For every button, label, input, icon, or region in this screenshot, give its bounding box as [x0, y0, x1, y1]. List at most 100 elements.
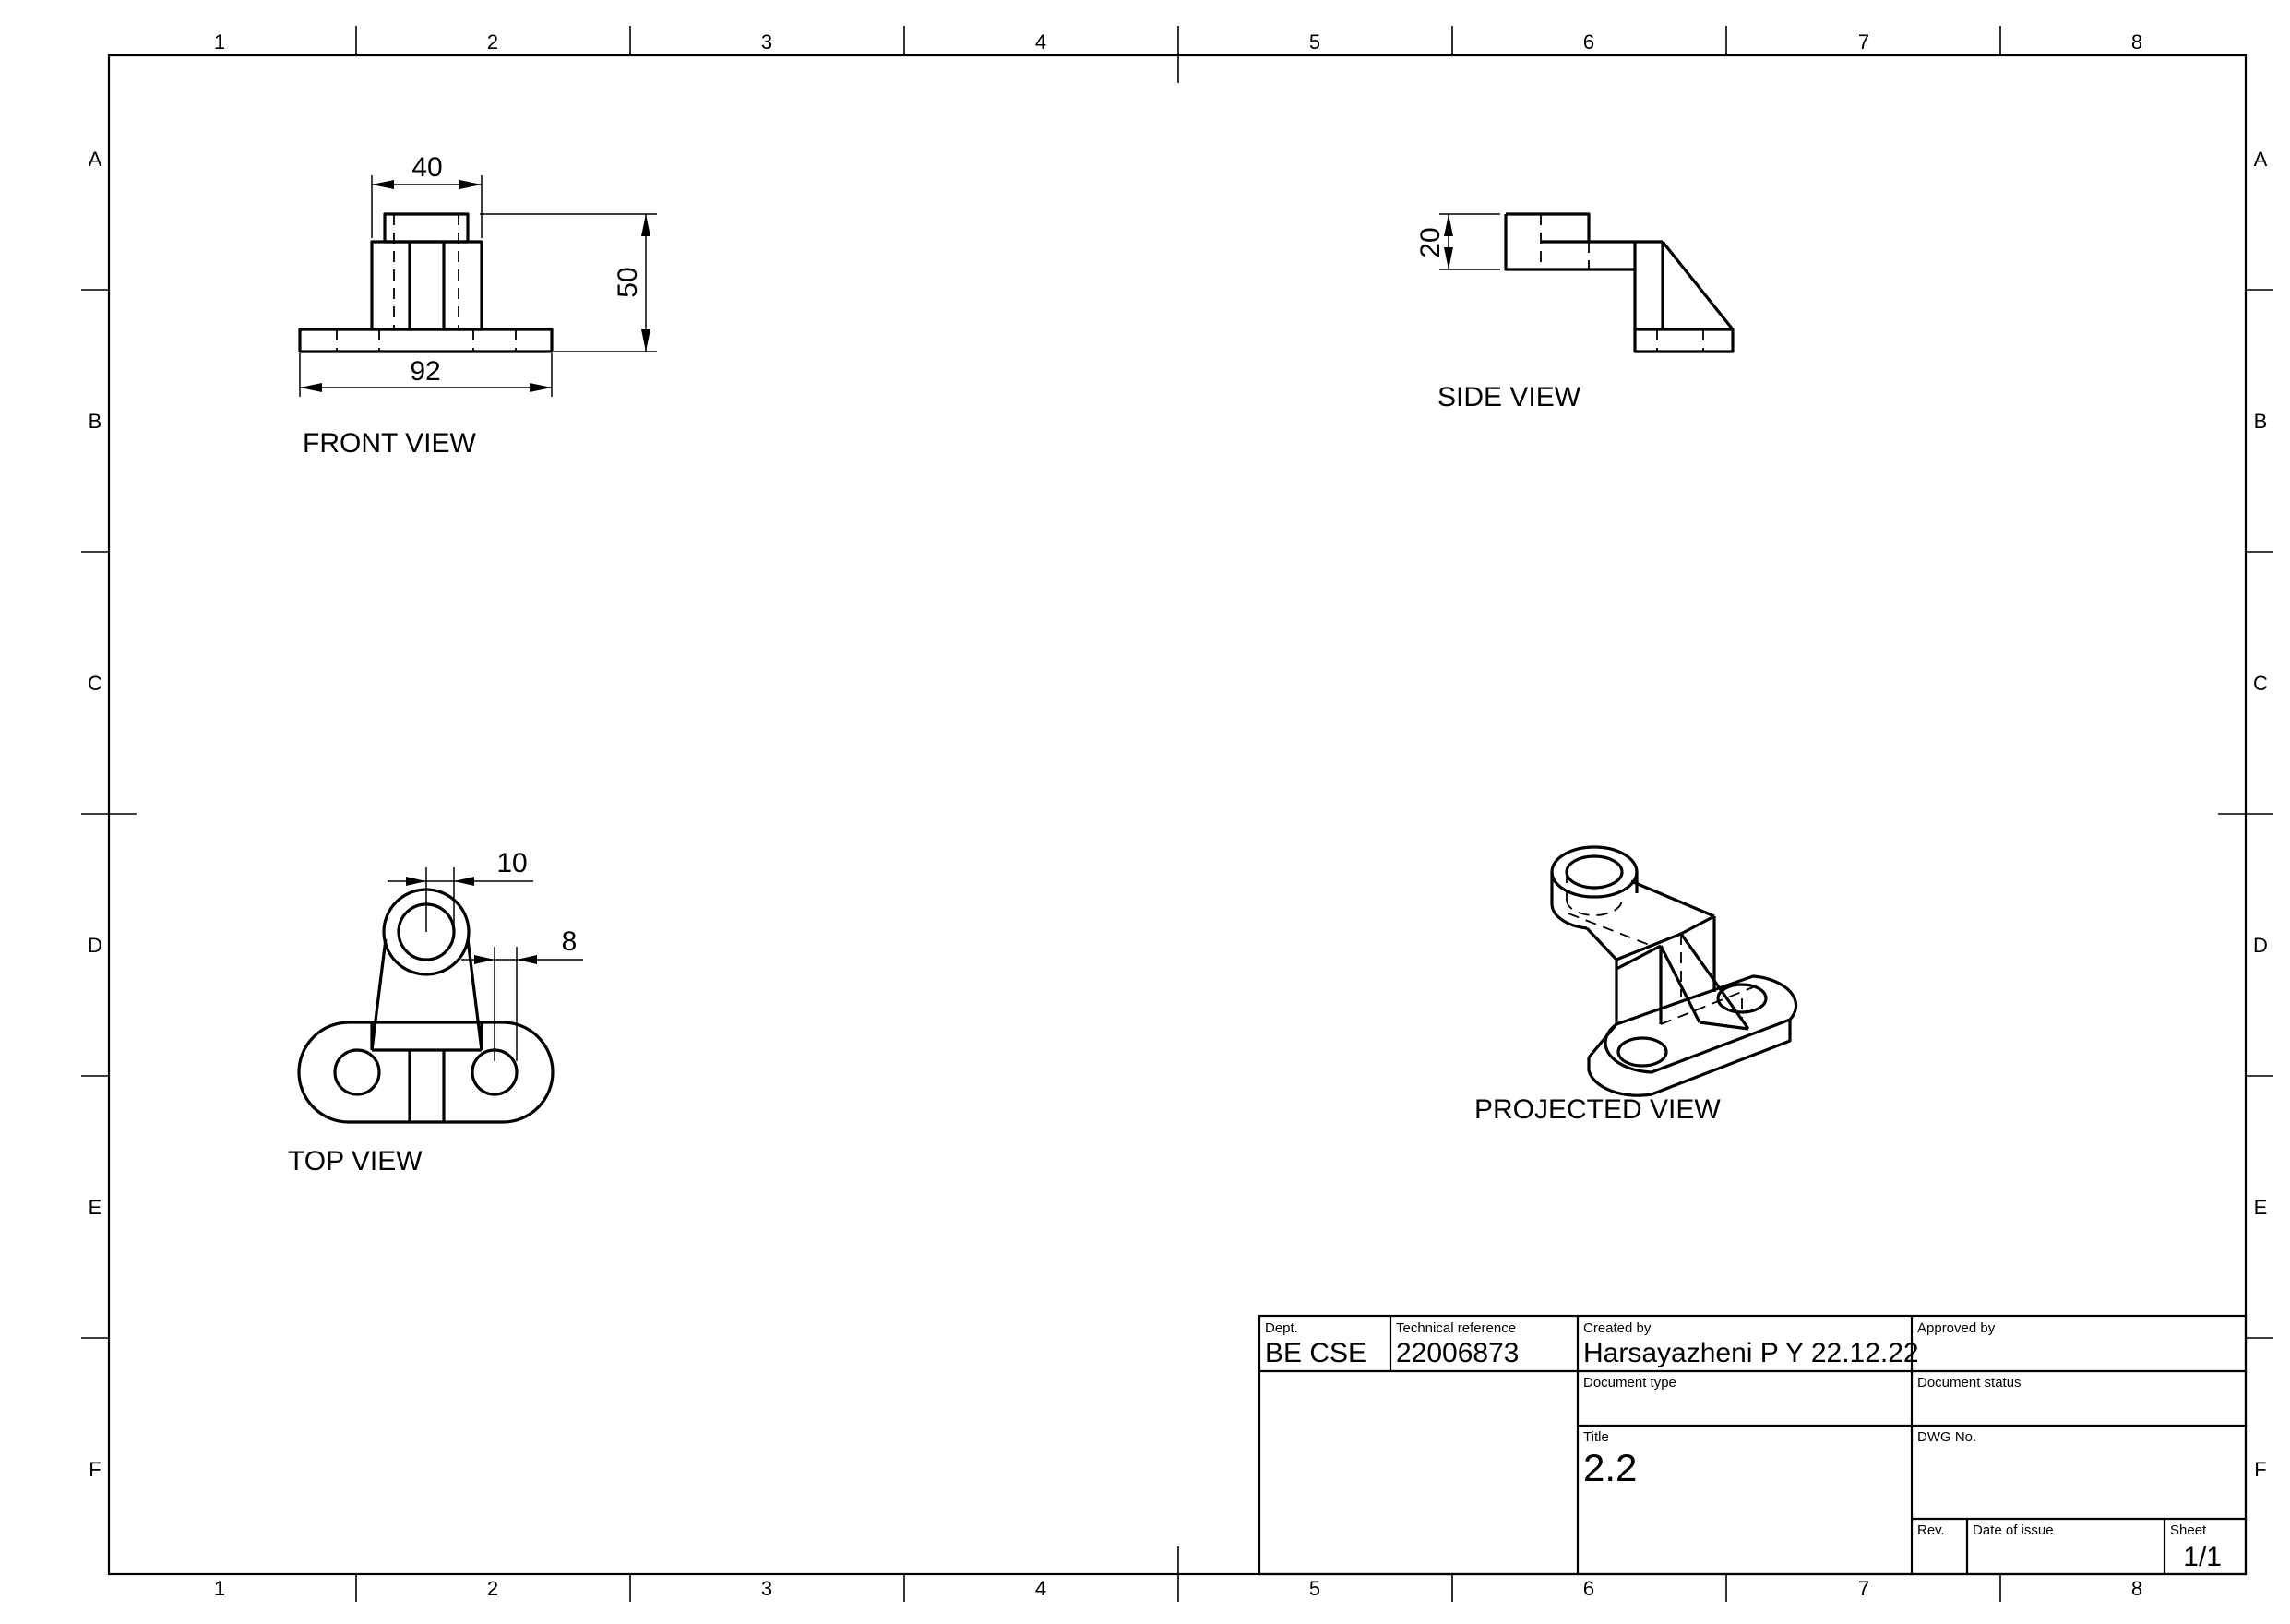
- zone-row-label: B: [2254, 410, 2268, 433]
- dim-arrow: [530, 383, 552, 392]
- zone-row-label: E: [2254, 1196, 2268, 1219]
- inner-frame: [107, 54, 2248, 1576]
- dim-arrow: [459, 180, 482, 189]
- zone-col-label: 2: [487, 30, 498, 54]
- dim-text-width-base: 92: [410, 356, 440, 387]
- tb-tech-ref-label: Technical reference: [1396, 1320, 1516, 1336]
- zone-row-label: C: [2253, 672, 2268, 695]
- iso-base-top: [1604, 974, 1798, 1074]
- dim-arrow: [517, 955, 537, 964]
- side-top-arm: [1506, 212, 1663, 244]
- tb-created-by-label: Created by: [1583, 1320, 1652, 1336]
- front-base-plate: [298, 328, 554, 353]
- zone-col-label: 1: [214, 30, 225, 54]
- iso-base-bottom: [1587, 1020, 1792, 1097]
- dim-arrow: [641, 214, 650, 236]
- tb-doc-status-label: Document status: [1917, 1375, 2022, 1391]
- top-view-label: TOP VIEW: [288, 1146, 423, 1176]
- zone-labels-right: A B C D E F: [2253, 148, 2268, 1481]
- zone-col-label: 7: [1858, 1577, 1869, 1600]
- zone-labels-bottom: 1 2 3 4 5 6 7 8: [214, 1577, 2142, 1600]
- dim-arrow: [641, 329, 650, 352]
- side-view: 20 SIDE VIEW: [1415, 212, 1735, 412]
- dim-arrow: [474, 955, 495, 964]
- tb-sheet-label: Sheet: [2170, 1522, 2207, 1538]
- zone-row-label: A: [2254, 148, 2268, 171]
- iso-base-edge: [1587, 1022, 1618, 1059]
- tb-title-value: 2.2: [1583, 1446, 1637, 1489]
- dim-arrow: [1444, 214, 1453, 236]
- zone-row-label: F: [89, 1458, 101, 1481]
- zone-col-label: 6: [1583, 30, 1594, 54]
- zone-col-label: 3: [761, 30, 772, 54]
- zone-col-label: 8: [2131, 30, 2142, 54]
- zone-row-label: C: [88, 672, 102, 695]
- zone-row-label: E: [89, 1196, 102, 1219]
- zone-col-label: 2: [487, 1577, 498, 1600]
- zone-col-label: 3: [761, 1577, 772, 1600]
- tb-dwg-no-label: DWG No.: [1917, 1429, 1976, 1445]
- tb-dept-label: Dept.: [1265, 1320, 1298, 1336]
- tb-sheet-value: 1/1: [2183, 1542, 2222, 1572]
- dim-text-top-thickness: 20: [1415, 227, 1446, 257]
- tb-approved-by-label: Approved by: [1917, 1320, 1996, 1336]
- zone-col-label: 8: [2131, 1577, 2142, 1600]
- side-top-arm-lower: [1504, 214, 1635, 271]
- dim-text-hole-top: 10: [496, 848, 527, 878]
- zone-col-label: 5: [1309, 1577, 1320, 1600]
- front-column: [370, 240, 483, 331]
- iso-rib-base: [1699, 1021, 1749, 1031]
- dim-arrow: [406, 877, 426, 886]
- zone-col-label: 5: [1309, 30, 1320, 54]
- iso-base-hole-right: [1716, 983, 1768, 1014]
- front-top-boss: [383, 212, 470, 244]
- iso-column-top: [1616, 944, 1662, 971]
- zone-col-label: 7: [1858, 30, 1869, 54]
- tb-doc-type-label: Document type: [1583, 1375, 1676, 1391]
- zone-col-label: 6: [1583, 1577, 1594, 1600]
- front-view-label: FRONT VIEW: [303, 428, 476, 459]
- iso-arm-lower: [1585, 926, 1618, 961]
- iso-base-hole-left: [1616, 1036, 1668, 1068]
- tb-dept-value: BE CSE: [1265, 1338, 1366, 1368]
- tb-title-label: Title: [1583, 1429, 1609, 1445]
- tb-rev-label: Rev.: [1917, 1522, 1945, 1538]
- title-block: Dept. BE CSE Technical reference 2200687…: [1258, 1314, 2248, 1576]
- top-base-hole-left: [333, 1048, 381, 1096]
- tb-tech-ref-value: 22006873: [1396, 1338, 1519, 1368]
- zone-col-label: 1: [214, 1577, 225, 1600]
- side-rib-diagonal: [1661, 241, 1735, 330]
- zone-row-label: A: [89, 148, 102, 171]
- dim-arrow: [300, 383, 322, 392]
- iso-hidden-line: [1660, 986, 1754, 1025]
- zone-labels-left: A B C D E F: [88, 148, 102, 1481]
- iso-hidden-line: [1568, 913, 1652, 947]
- iso-boss-hole: [1565, 854, 1624, 890]
- zone-row-label: D: [2253, 934, 2268, 957]
- iso-boss-bottom: [1550, 903, 1588, 930]
- iso-rib-diagonal: [1659, 945, 1701, 1023]
- dim-arrow: [372, 180, 394, 189]
- zone-col-label: 4: [1035, 30, 1046, 54]
- top-view: 10 8 TOP VIEW: [288, 848, 583, 1176]
- dim-text-height: 50: [613, 267, 643, 297]
- tb-date-label: Date of issue: [1973, 1522, 2054, 1538]
- tb-created-by-value: Harsayazheni P Y 22.12.22: [1583, 1338, 1919, 1368]
- top-arm-taper-left: [370, 938, 388, 1051]
- dim-text-width-top: 40: [411, 152, 442, 183]
- top-base-outline: [297, 1021, 555, 1124]
- dim-arrow: [1444, 247, 1453, 269]
- side-base: [1633, 328, 1735, 353]
- zone-row-label: F: [2254, 1458, 2266, 1481]
- iso-arm-top-edge: [1630, 879, 1715, 918]
- zone-labels-top: 1 2 3 4 5 6 7 8: [214, 30, 2142, 54]
- front-view: 40 50 92 FRONT VIEW: [298, 152, 657, 459]
- zone-row-label: D: [88, 934, 102, 957]
- sheet-border: [81, 26, 2273, 1602]
- zone-col-label: 4: [1035, 1577, 1046, 1600]
- dim-arrow: [454, 877, 474, 886]
- zone-row-label: B: [89, 410, 102, 433]
- iso-hidden-line: [1566, 899, 1623, 916]
- dim-text-hole-base: 8: [562, 926, 578, 957]
